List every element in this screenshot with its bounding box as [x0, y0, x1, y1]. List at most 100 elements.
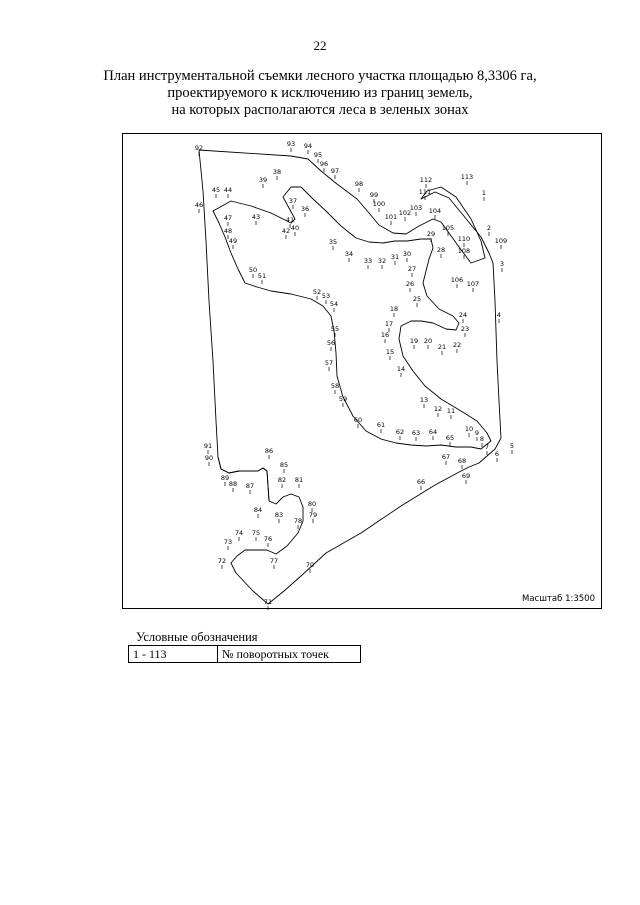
point-label-88: 88 [229, 480, 237, 488]
point-label-6: 6 [495, 450, 499, 458]
point-label-99: 99 [370, 191, 378, 199]
point-label-61: 61 [377, 421, 385, 429]
point-label-81: 81 [295, 476, 303, 484]
point-label-25: 25 [413, 295, 421, 303]
point-label-82: 82 [278, 476, 286, 484]
point-label-83: 83 [275, 511, 283, 519]
point-label-54: 54 [330, 300, 338, 308]
legend-table: 1 - 113 № поворотных точек [128, 645, 361, 663]
plan-title: План инструментальной съемки лесного уча… [0, 68, 640, 119]
inner-boundary [212, 186, 492, 450]
point-label-102: 102 [399, 209, 411, 217]
point-label-50: 50 [249, 266, 257, 274]
point-label-40: 40 [291, 224, 299, 232]
lower-lobe-boundary [217, 456, 270, 502]
point-label-2: 2 [487, 224, 491, 232]
point-label-53: 53 [322, 292, 330, 300]
point-label-73: 73 [224, 538, 232, 546]
point-label-90: 90 [205, 454, 213, 462]
point-label-109: 109 [495, 237, 507, 245]
point-label-64: 64 [429, 428, 437, 436]
point-label-65: 65 [446, 434, 454, 442]
outer-boundary [198, 149, 502, 605]
point-label-101: 101 [385, 213, 397, 221]
point-label-79: 79 [309, 511, 317, 519]
point-label-44: 44 [224, 186, 232, 194]
point-label-12: 12 [434, 405, 442, 413]
point-label-9: 9 [475, 429, 479, 437]
point-label-46: 46 [195, 201, 203, 209]
point-label-108: 108 [458, 247, 470, 255]
point-label-75: 75 [252, 529, 260, 537]
point-label-34: 34 [345, 250, 353, 258]
point-label-41: 41 [286, 216, 294, 224]
point-label-33: 33 [364, 257, 372, 265]
point-label-17: 17 [385, 320, 393, 328]
point-label-20: 20 [424, 337, 432, 345]
point-label-23: 23 [461, 325, 469, 333]
point-label-85: 85 [280, 461, 288, 469]
point-label-113: 113 [461, 173, 473, 181]
point-label-52: 52 [313, 288, 321, 296]
point-label-100: 100 [373, 200, 385, 208]
point-label-16: 16 [381, 331, 389, 339]
point-label-56: 56 [327, 339, 335, 347]
point-label-111: 111 [419, 188, 431, 196]
point-label-86: 86 [265, 447, 273, 455]
point-label-28: 28 [437, 246, 445, 254]
point-label-112: 112 [420, 176, 432, 184]
point-label-21: 21 [438, 343, 446, 351]
point-label-35: 35 [329, 238, 337, 246]
point-label-57: 57 [325, 359, 333, 367]
point-label-48: 48 [224, 227, 232, 235]
point-markers [198, 148, 513, 610]
point-label-74: 74 [235, 529, 243, 537]
point-label-59: 59 [339, 395, 347, 403]
point-label-80: 80 [308, 500, 316, 508]
point-label-78: 78 [294, 517, 302, 525]
point-label-105: 105 [442, 224, 454, 232]
point-label-70: 70 [306, 561, 314, 569]
point-label-89: 89 [221, 474, 229, 482]
point-label-106: 106 [451, 276, 463, 284]
point-label-5: 5 [510, 442, 514, 450]
point-label-104: 104 [429, 207, 441, 215]
point-label-43: 43 [252, 213, 260, 221]
point-label-38: 38 [273, 168, 281, 176]
point-label-55: 55 [331, 325, 339, 333]
point-label-31: 31 [391, 253, 399, 261]
point-label-69: 69 [462, 472, 470, 480]
point-label-68: 68 [458, 457, 466, 465]
point-label-3: 3 [500, 260, 504, 268]
scale-label: Масштаб 1:3500 [521, 594, 595, 604]
point-label-22: 22 [453, 341, 461, 349]
point-label-4: 4 [497, 311, 501, 319]
point-label-103: 103 [410, 204, 422, 212]
point-label-32: 32 [378, 257, 386, 265]
point-label-71: 71 [264, 598, 272, 606]
point-label-29: 29 [427, 230, 435, 238]
point-label-7: 7 [485, 443, 489, 451]
point-label-45: 45 [212, 186, 220, 194]
point-label-76: 76 [264, 535, 272, 543]
point-label-87: 87 [246, 482, 254, 490]
point-label-93: 93 [287, 140, 295, 148]
legend-row: 1 - 113 № поворотных точек [128, 645, 361, 663]
point-label-84: 84 [254, 506, 262, 514]
title-line-2: проектируемого к исключению из границ зе… [167, 85, 473, 101]
page-number: 22 [313, 38, 327, 53]
point-label-62: 62 [396, 428, 404, 436]
point-label-94: 94 [304, 142, 312, 150]
point-label-11: 11 [447, 407, 455, 415]
point-label-49: 49 [229, 237, 237, 245]
title-line-1: План инструментальной съемки лесного уча… [103, 68, 537, 84]
title-line-3: на которых располагаются леса в зеленых … [171, 102, 469, 118]
legend-symbol: 1 - 113 [128, 645, 218, 663]
point-label-26: 26 [406, 280, 414, 288]
point-label-15: 15 [386, 348, 394, 356]
point-label-19: 19 [410, 337, 418, 345]
point-label-13: 13 [420, 396, 428, 404]
point-label-10: 10 [465, 425, 473, 433]
point-label-51: 51 [258, 272, 266, 280]
